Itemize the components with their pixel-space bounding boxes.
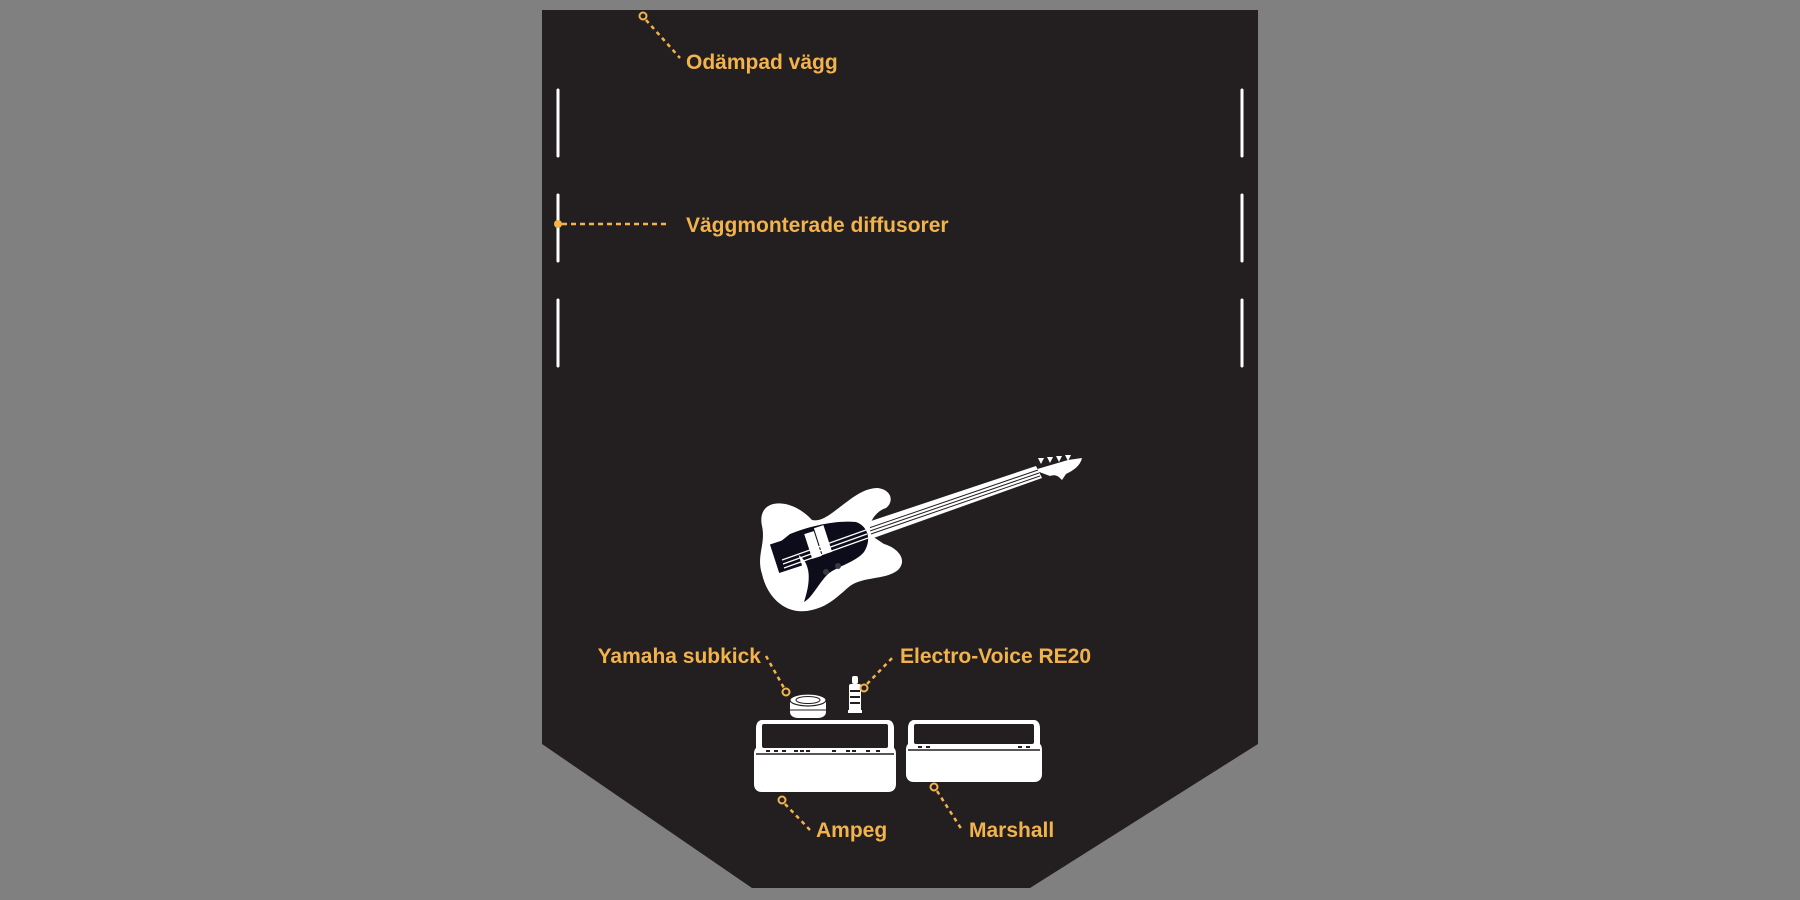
label-wall: Odämpad vägg (686, 51, 838, 74)
callout-re20-leader (866, 655, 895, 685)
callout-ampeg: Ampeg (777, 795, 887, 842)
callout-wall-marker (638, 11, 648, 21)
dynamic-mic-icon (848, 676, 862, 713)
label-diffusers: Väggmonterade diffusorer (686, 214, 949, 237)
callout-wall: Odämpad vägg (638, 11, 838, 74)
callout-diffusers-marker (554, 220, 562, 228)
callout-ampeg-marker (777, 795, 787, 805)
label-re20: Electro-Voice RE20 (900, 645, 1091, 668)
room-floor (542, 10, 1258, 888)
bass-guitar-icon (760, 455, 1082, 612)
label-marshall: Marshall (969, 819, 1054, 842)
callout-marshall-marker (929, 782, 939, 792)
callout-diffusers: Väggmonterade diffusorer (554, 214, 949, 237)
label-ampeg: Ampeg (816, 819, 887, 842)
callout-re20-marker (859, 683, 869, 693)
callout-subkick-leader (764, 655, 786, 689)
subkick-mic-icon (789, 693, 827, 718)
callout-re20: Electro-Voice RE20 (859, 645, 1091, 693)
callout-ampeg-leader (784, 803, 811, 831)
callout-subkick: Yamaha subkick (598, 645, 791, 697)
callout-subkick-marker (781, 687, 791, 697)
label-subkick: Yamaha subkick (598, 645, 762, 668)
bass-amp-cabinet-icon (754, 720, 896, 792)
guitar-amp-cabinet-icon (906, 720, 1042, 782)
callout-marshall: Marshall (929, 782, 1054, 842)
callout-wall-leader (645, 19, 681, 59)
